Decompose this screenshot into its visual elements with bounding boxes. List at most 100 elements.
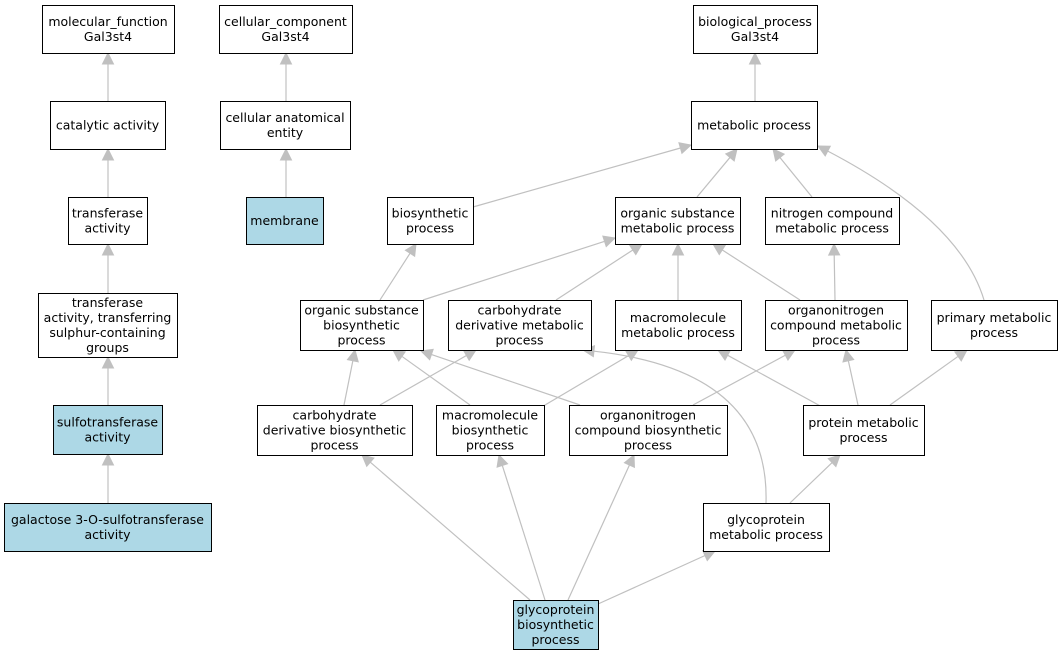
- node-box: [615, 197, 741, 245]
- node-box: [691, 101, 818, 150]
- edge-arrowhead: [628, 243, 643, 256]
- node-label-line: glycoprotein: [517, 602, 595, 617]
- edge-arrowhead: [748, 51, 762, 65]
- node-label-line: carbohydrate: [293, 408, 377, 423]
- node-box: [703, 503, 830, 552]
- node-label-line: process: [531, 632, 579, 647]
- node-label-line: compound metabolic: [770, 318, 902, 333]
- edge-org_sub_bio-to-org_sub_met: [422, 235, 617, 301]
- edge-arrowhead: [101, 242, 115, 256]
- edge-orgnitro_met-to-nitro_met: [827, 242, 841, 301]
- edge-line: [501, 464, 546, 601]
- edge-carb_deriv_bio-to-org_sub_bio: [343, 348, 359, 406]
- node-label-line: catalytic activity: [56, 118, 160, 133]
- edge-cell_anat-to-cc_root: [279, 51, 293, 101]
- edge-arrowhead: [101, 355, 115, 369]
- node-box: [436, 405, 545, 456]
- node-label-line: cellular anatomical: [225, 110, 344, 125]
- edge-protein_met-to-primary_met: [889, 349, 968, 406]
- node-label-line: biosynthetic: [392, 206, 469, 221]
- node-label-line: process: [337, 333, 385, 348]
- edge-protein_met-to-macro_met: [717, 349, 825, 409]
- node-box: [615, 300, 742, 351]
- edge-arrowhead: [671, 242, 685, 256]
- edge-line: [430, 353, 581, 406]
- edge-line: [592, 350, 767, 504]
- node-label-line: derivative metabolic: [455, 318, 584, 333]
- edge-line: [597, 554, 707, 605]
- node-label-line: metabolic process: [709, 527, 823, 542]
- node-label-line: process: [466, 438, 514, 453]
- node-label-line: macromolecule: [442, 408, 538, 423]
- edge-orgnitro_bio-to-org_sub_bio: [419, 348, 581, 406]
- node-label-line: process: [970, 325, 1018, 340]
- node-label-line: groups: [86, 340, 129, 355]
- go-term-node-membrane[interactable]: membrane: [246, 197, 324, 245]
- edge-primary_met-to-metabolic: [817, 145, 985, 301]
- edge-org_sub_bio-to-biosynthetic: [379, 243, 417, 301]
- go-term-node-catalytic[interactable]: catalytic activity: [50, 101, 166, 150]
- node-label-line: nitrogen compound: [771, 206, 893, 221]
- node-label-line: process: [812, 333, 860, 348]
- edge-arrowhead: [462, 349, 477, 362]
- node-box: [569, 405, 728, 456]
- edge-arrowhead: [842, 348, 855, 363]
- node-label-line: metabolic process: [621, 325, 735, 340]
- edges-layer: [101, 51, 985, 605]
- node-label-line: sulphur-containing: [49, 325, 165, 340]
- edge-line: [472, 147, 682, 208]
- node-box: [765, 197, 900, 245]
- node-box: [693, 5, 818, 54]
- node-label-line: process: [624, 438, 672, 453]
- edge-line: [833, 253, 836, 301]
- edge-line: [778, 156, 813, 198]
- edge-macro_bio-to-org_sub_bio: [392, 349, 471, 406]
- edge-arrowhead: [101, 452, 115, 466]
- edge-biosynthetic-to-metabolic: [472, 142, 693, 208]
- go-term-node-metabolic[interactable]: metabolic process: [691, 101, 818, 150]
- node-label-line: activity: [84, 430, 131, 445]
- node-label-line: activity, transferring: [44, 310, 172, 325]
- node-label-line: activity: [84, 221, 131, 236]
- node-label-line: metabolic process: [697, 118, 811, 133]
- node-box: [38, 293, 178, 358]
- node-box: [246, 197, 324, 245]
- node-label-line: molecular_function: [48, 14, 167, 29]
- node-box: [513, 600, 599, 650]
- edge-line: [539, 354, 630, 409]
- edge-arrowhead: [279, 51, 293, 65]
- edge-arrowhead: [496, 453, 509, 468]
- edge-arrowhead: [361, 454, 375, 468]
- edge-arrowhead: [712, 243, 727, 256]
- node-label-line: process: [406, 221, 454, 236]
- edge-arrowhead: [346, 348, 359, 363]
- edge-arrowhead: [101, 51, 115, 65]
- node-box: [42, 5, 175, 54]
- edge-catalytic-to-mf_root: [101, 51, 115, 101]
- node-box: [765, 300, 908, 351]
- node-label-line: metabolic process: [775, 221, 889, 236]
